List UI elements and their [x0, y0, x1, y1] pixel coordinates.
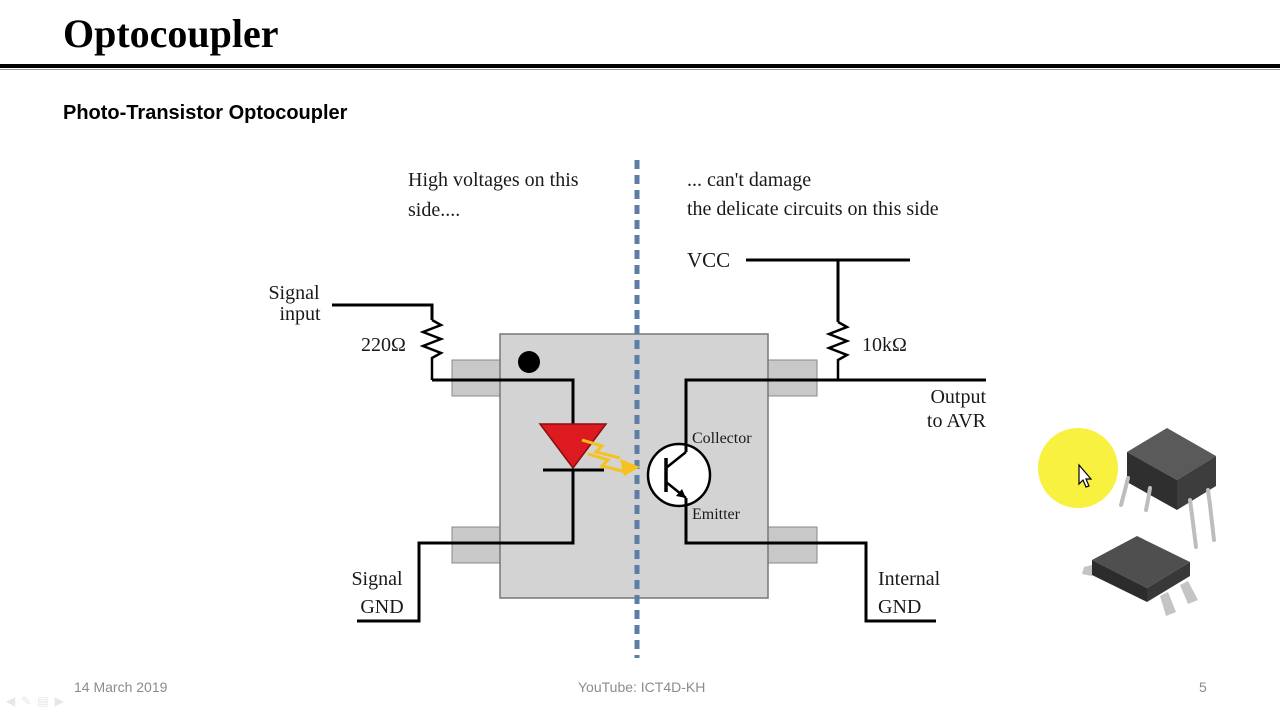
dip-package-illustration	[1119, 428, 1216, 549]
right-side-note-line2: the delicate circuits on this side	[687, 198, 939, 220]
input-circuit	[332, 303, 575, 623]
light-arrow-head	[620, 459, 640, 476]
slides-icon[interactable]: ▤	[37, 694, 55, 708]
footer-page-number: 5	[1199, 679, 1207, 695]
left-side-note-line1: High voltages on this	[408, 169, 579, 191]
slide-title: Optocoupler	[63, 11, 279, 56]
signal-gnd-label-line1: Signal	[351, 568, 403, 590]
dip-top-face	[1127, 428, 1216, 480]
dip-left-face	[1127, 452, 1177, 510]
smd-right-face	[1147, 562, 1190, 602]
left-side-note-line2: side....	[408, 199, 460, 221]
emitter-arrow	[676, 489, 686, 498]
footer-date: 14 March 2019	[74, 679, 168, 695]
smd-package-illustration	[1082, 536, 1198, 616]
resistor-220-zigzag	[419, 318, 445, 380]
signal-input-label-line1: Signal	[268, 282, 320, 304]
transistor-circle	[646, 442, 712, 508]
presentation-toolbar[interactable]: ◀✎▤▶	[6, 694, 70, 708]
internal-gnd-label-line2: GND	[878, 596, 921, 618]
slide-subtitle: Photo-Transistor Optocoupler	[63, 102, 348, 124]
signal-gnd-label-line2: GND	[360, 596, 403, 618]
led-anode-wire	[432, 378, 575, 424]
internal-gnd-label-line1: Internal	[878, 568, 941, 590]
pin-1-marker	[518, 351, 540, 373]
cursor-highlight-circle	[1038, 428, 1118, 508]
smd-legs	[1082, 565, 1198, 616]
pin-4	[766, 359, 818, 397]
diagram-labels: High voltages on this side.... ... can't…	[268, 169, 986, 618]
pin-2	[451, 526, 503, 564]
title-divider	[0, 64, 1280, 68]
next-arrow-icon[interactable]: ▶	[54, 694, 70, 708]
resistor-10k-zigzag	[825, 320, 851, 380]
signal-input-label-line2: input	[279, 303, 321, 325]
previous-arrow-icon[interactable]: ◀	[6, 694, 22, 708]
pin-1	[451, 359, 503, 397]
light-arrow-lower	[587, 452, 627, 474]
led-triangle	[538, 423, 608, 470]
pen-icon[interactable]: ✎	[21, 694, 38, 708]
mouse-pointer-icon	[1078, 463, 1093, 488]
collector-label: Collector	[692, 430, 752, 447]
smd-top-face	[1092, 536, 1190, 588]
emitter-wire	[684, 498, 936, 623]
dip-legs	[1119, 476, 1216, 549]
collector-wire	[684, 378, 986, 452]
input-resistor-label: 220Ω	[361, 334, 406, 356]
output-circuit	[684, 258, 986, 623]
right-side-note-line1: ... can't damage	[687, 169, 811, 191]
dip-right-face	[1177, 456, 1216, 510]
phototransistor	[646, 442, 712, 508]
smd-left-face	[1092, 560, 1147, 602]
led-emitter	[538, 423, 640, 476]
cursor-highlight	[1038, 428, 1118, 508]
led-cathode-wire	[357, 470, 575, 623]
pullup-resistor-label: 10kΩ	[862, 334, 907, 356]
light-arrow-upper	[581, 438, 621, 460]
pin-3	[766, 526, 818, 564]
transistor-collector-leg	[665, 451, 687, 469]
signal-input-wire	[332, 303, 434, 320]
emitter-label: Emitter	[692, 506, 741, 523]
output-label-line2: to AVR	[927, 410, 987, 432]
vcc-label: VCC	[687, 248, 730, 272]
title-divider-shadow	[0, 69, 1280, 70]
footer-source: YouTube: ICT4D-KH	[578, 679, 706, 695]
output-label-line1: Output	[930, 386, 986, 408]
